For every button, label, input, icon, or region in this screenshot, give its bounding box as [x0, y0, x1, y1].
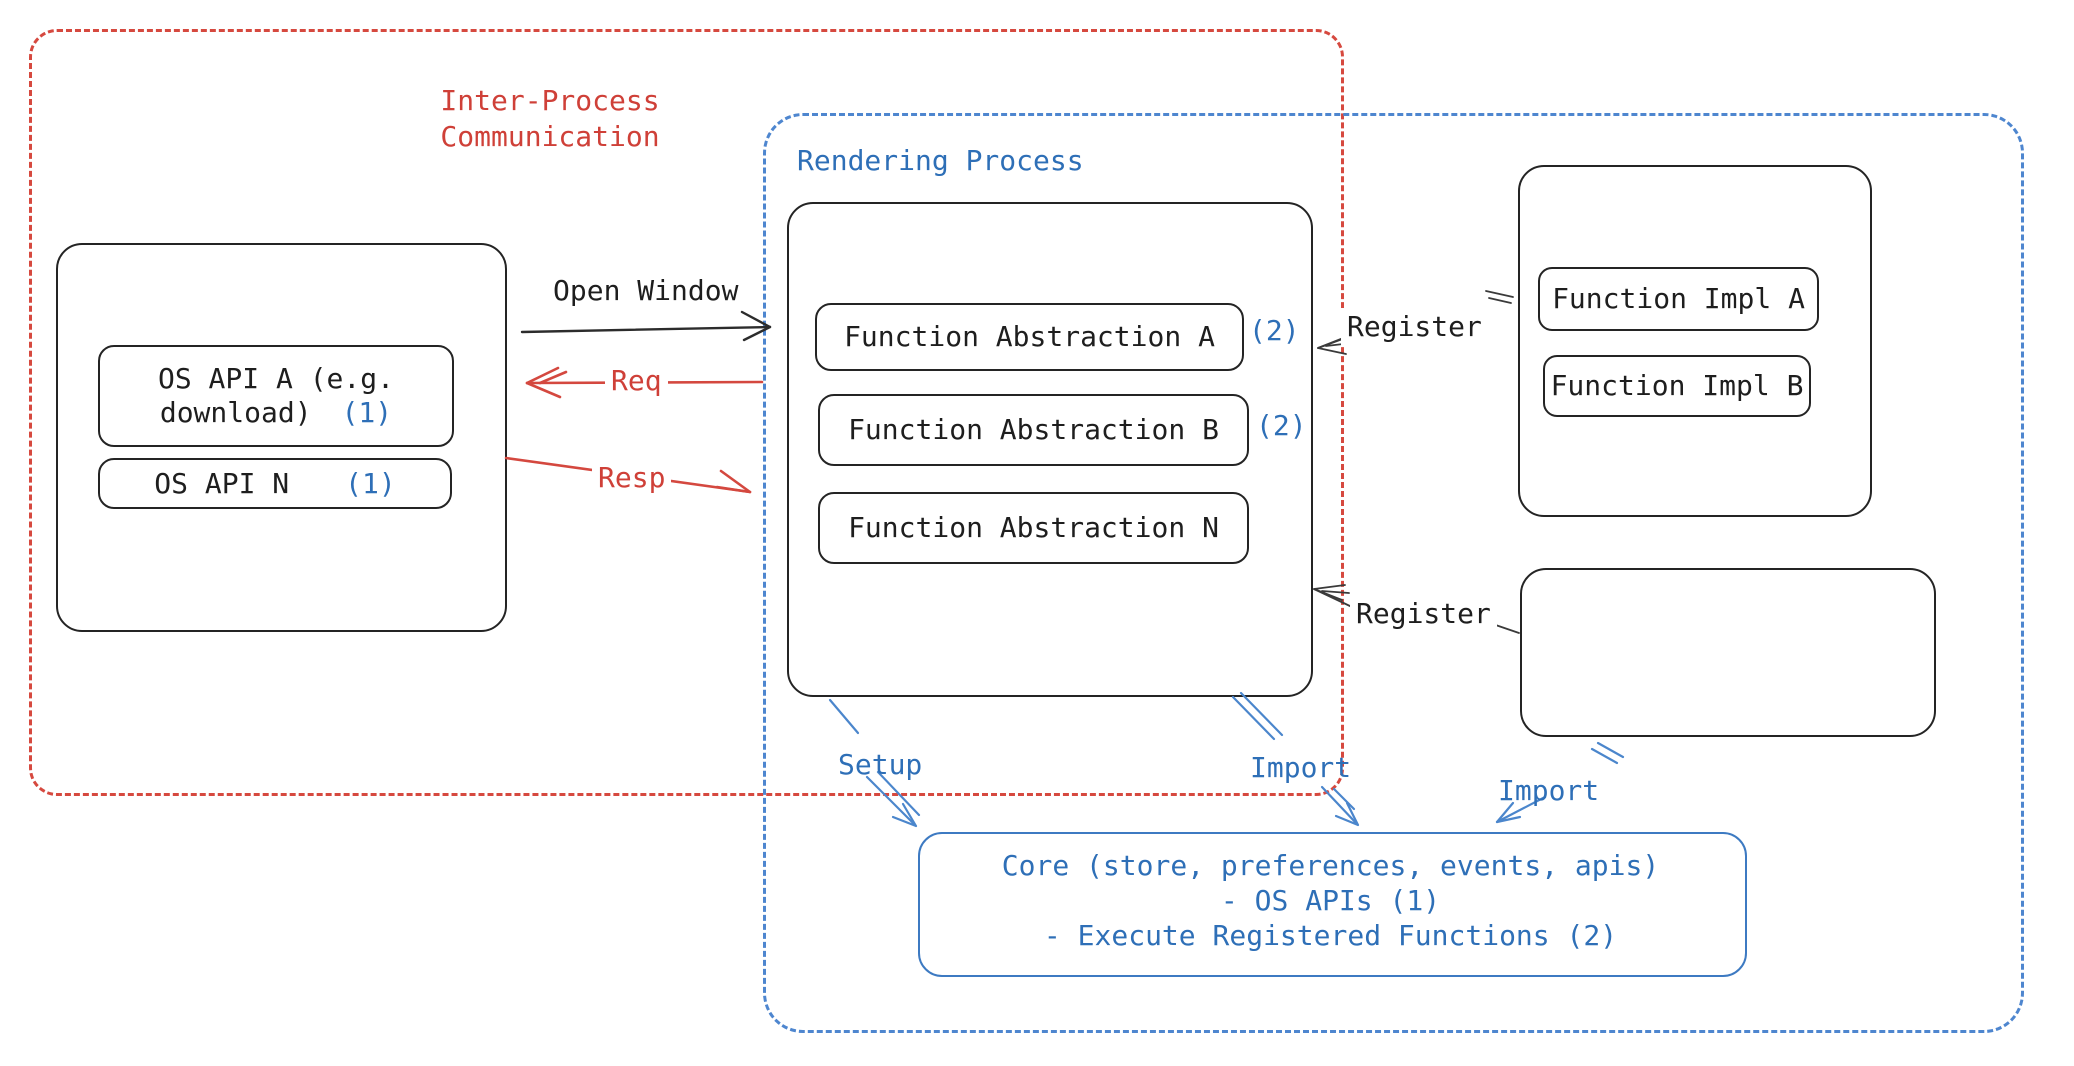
function-abstraction-b-box: Function Abstraction B	[818, 394, 1249, 466]
function-abstraction-n-label: Function Abstraction N	[848, 511, 1219, 545]
function-abstraction-n-box: Function Abstraction N	[818, 492, 1249, 564]
import-plugin-label: Import	[1498, 774, 1600, 807]
open-window-label: Open Window	[553, 274, 739, 307]
core-line2: - OS APIs (1)	[1220, 884, 1441, 917]
rendering-process-group-box	[763, 113, 2024, 1033]
ipc-group-box	[29, 29, 1344, 796]
ipc-label-line1: Inter-Process	[440, 84, 660, 117]
import-web-label: Import	[1250, 751, 1352, 784]
function-abstraction-a-badge: (2)	[1249, 314, 1300, 347]
rendering-process-label: Rendering Process	[797, 144, 1084, 177]
function-impl-b-label: Function Impl B	[1550, 369, 1804, 403]
os-api-a-line1: OS API A (e.g.	[157, 362, 394, 396]
function-impl-b-box: Function Impl B	[1543, 355, 1811, 417]
os-api-a-badge: (1)	[341, 396, 393, 429]
register-top-label: Register	[1341, 308, 1488, 346]
os-api-n-box: OS API N (1)	[98, 458, 452, 509]
req-label: Req	[605, 362, 668, 400]
function-impl-a-box: Function Impl A	[1538, 267, 1819, 331]
plugin-a-box	[1518, 165, 1872, 517]
function-abstraction-a-label: Function Abstraction A	[844, 320, 1215, 354]
function-abstraction-a-box: Function Abstraction A	[815, 303, 1244, 371]
os-api-n-label: OS API N	[154, 466, 290, 500]
os-api-a-box: OS API A (e.g. download) (1)	[98, 345, 454, 447]
core-box	[918, 832, 1747, 977]
resp-label: Resp	[592, 459, 672, 497]
function-abstraction-b-badge: (2)	[1256, 409, 1307, 442]
setup-label: Setup	[838, 748, 923, 781]
core-line3: - Execute Registered Functions (2)	[1043, 919, 1618, 952]
os-api-n-badge: (1)	[345, 466, 396, 500]
core-text: Core (store, preferences, events, apis)-…	[918, 848, 1743, 953]
os-api-a-line2: download)	[159, 396, 312, 429]
ipc-label-line2: Communication	[440, 120, 660, 153]
function-abstraction-b-label: Function Abstraction B	[848, 413, 1219, 447]
plugin-b-box	[1520, 568, 1936, 737]
register-bottom-label: Register	[1350, 595, 1497, 633]
function-impl-a-label: Function Impl A	[1552, 282, 1805, 316]
core-line1: Core (store, preferences, events, apis)	[1001, 849, 1660, 882]
